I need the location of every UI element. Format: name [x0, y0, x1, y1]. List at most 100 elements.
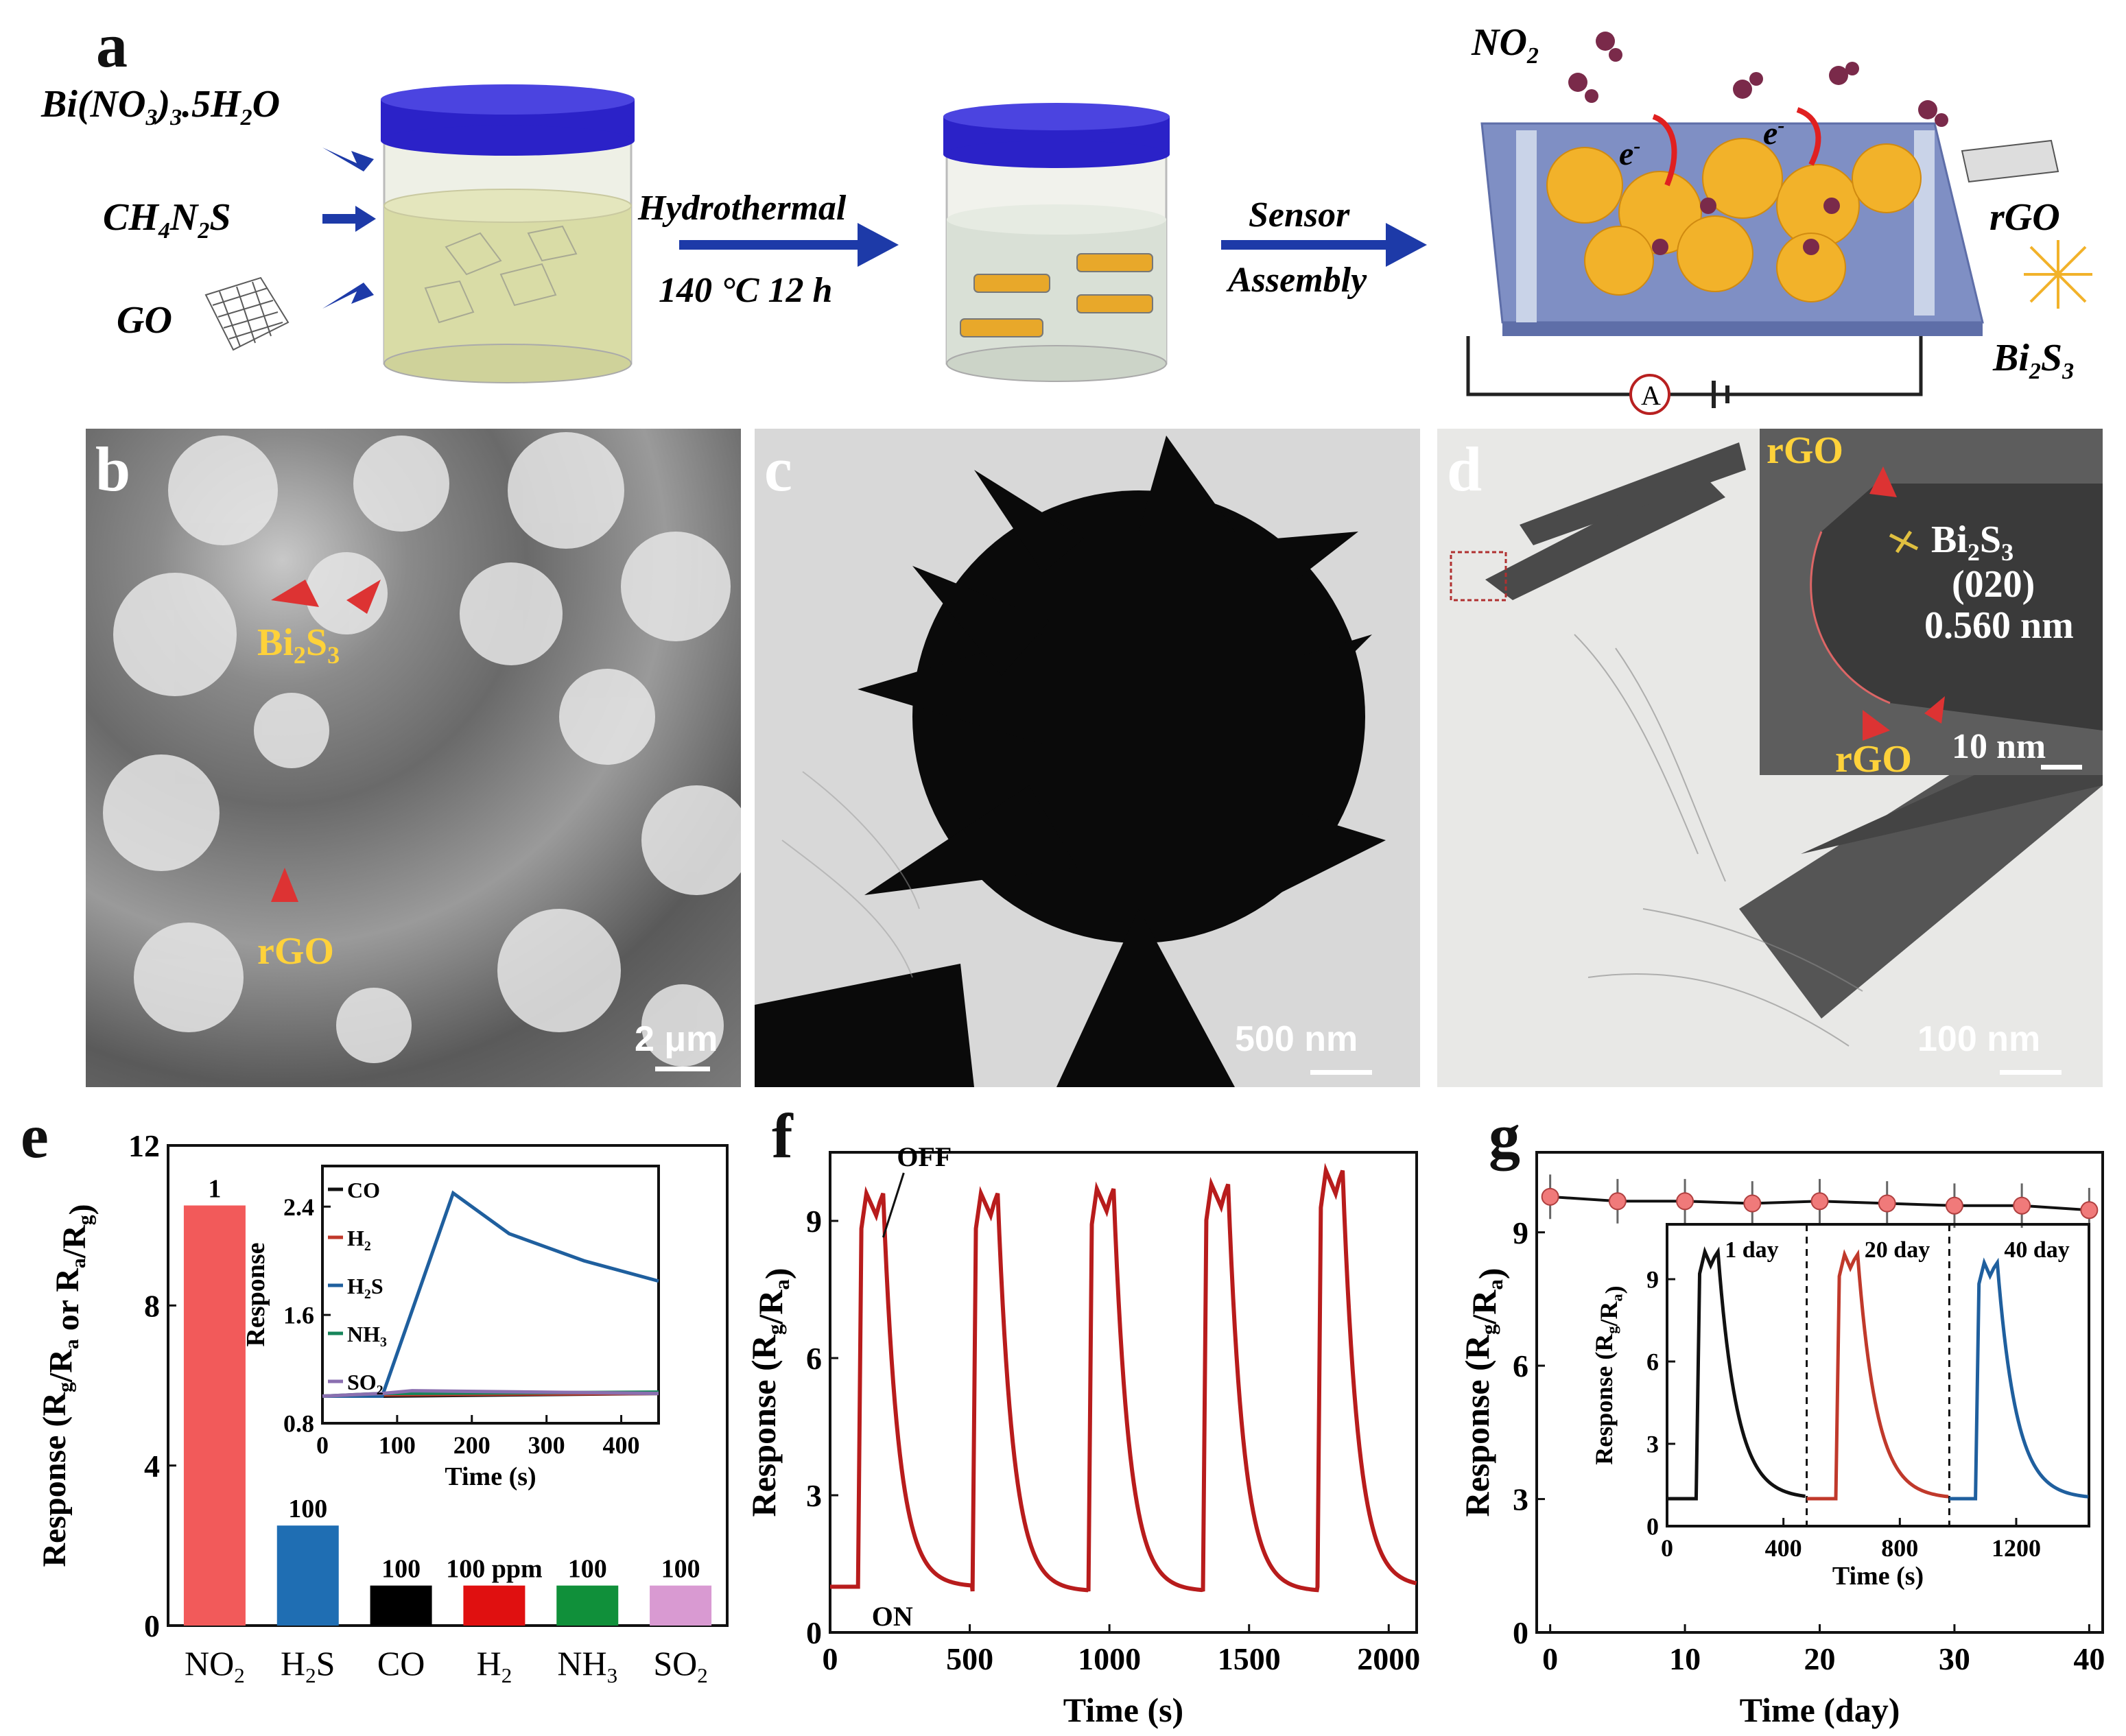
e-category-4: NH3 [557, 1644, 617, 1687]
g-inset-ylabel: Response (Rg/Ra) [1590, 1285, 1627, 1464]
e-ytick-label: 4 [144, 1449, 160, 1484]
arrow-2-icon [355, 206, 376, 232]
panel-letter-e: e [21, 1101, 49, 1171]
e-category-1: H2S [281, 1644, 335, 1687]
rgo-legend-icon [1961, 139, 2059, 183]
scale-label-c: 500 nm [1235, 1019, 1358, 1059]
g-ytick-label: 3 [1513, 1482, 1528, 1517]
arrow-rgo-icon [271, 868, 298, 902]
f-annotation-on: ON [872, 1601, 913, 1632]
g-inset-xtick-label: 0 [1661, 1534, 1673, 1562]
e-inset-legend-SO2: SO2 [347, 1370, 383, 1398]
g-xtick-label: 0 [1542, 1641, 1558, 1676]
e-ytick-label: 8 [144, 1288, 160, 1323]
e-bar-label-1: 100 [288, 1495, 327, 1523]
g-inset-label-0: 1 day [1725, 1237, 1778, 1263]
g-inset-ytick-label: 3 [1646, 1431, 1659, 1458]
e-ylabel: Response (Rg/Ra or Ra/Rg) [36, 1204, 99, 1567]
sem-flowers: Bi2S3 rGO [103, 432, 741, 1067]
reagent-bi-nitrate: Bi(NO3)3.5H2O [40, 83, 280, 130]
arrow-1-icon [322, 147, 374, 171]
f-xtick-label: 0 [823, 1641, 838, 1676]
g-inset-label-2: 40 day [2004, 1237, 2069, 1263]
inset-dspacing: 0.560 nm [1924, 604, 2074, 647]
e-inset-legend-NH3: NH3 [347, 1322, 387, 1350]
e-inset-xtick-label: 200 [453, 1431, 491, 1459]
ammeter-icon [1629, 374, 1670, 415]
g-inset-series-2 [1949, 1257, 2088, 1501]
f-ylabel: Response (Rg/Ra) [744, 1268, 796, 1517]
f-xtick-label: 500 [946, 1641, 993, 1676]
inset-scale: 10 nm [1952, 727, 2046, 766]
inset-rgo-bottom: rGO [1835, 738, 1912, 781]
f-ytick-label: 3 [806, 1478, 822, 1513]
g-inset-series-1 [1806, 1249, 1949, 1501]
f-ytick-label: 0 [806, 1615, 822, 1650]
e-inset-series-SO2 [322, 1389, 659, 1399]
e-ytick-label: 12 [128, 1128, 160, 1163]
e-inset-xtick-label: 300 [528, 1431, 565, 1459]
e-bar-label-4: 100 [568, 1555, 607, 1584]
scale-bar-d [2000, 1070, 2062, 1075]
g-inset-ytick-label: 0 [1646, 1513, 1659, 1541]
e-inset-ytick-label: 2.4 [283, 1193, 314, 1221]
tem-rods: rGO Bi2S3 (020) 0.560 nm 10 nm rGO [1450, 429, 2103, 1047]
g-xtick-label: 20 [1804, 1641, 1836, 1676]
step2-line2: Assembly [1226, 261, 1367, 300]
panel-d-tem-image: rGO Bi2S3 (020) 0.560 nm 10 nm rGO d 100… [1437, 429, 2103, 1087]
f-xtick-label: 1000 [1078, 1641, 1141, 1676]
e-ytick-label: 0 [144, 1608, 160, 1643]
step1-line1: Hydrothermal [637, 189, 847, 228]
e-inset-series-H2S [322, 1190, 659, 1399]
step1-line2: 140 °C 12 h [659, 271, 832, 310]
f-response-line [830, 1163, 1417, 1593]
scale-label-b: 2 μm [635, 1019, 718, 1059]
beaker-2 [943, 103, 1170, 382]
scale-label-d: 100 nm [1917, 1019, 2041, 1059]
sem-label-rgo: rGO [257, 930, 334, 973]
inset-plane: (020) [1952, 563, 2035, 606]
g-ytick-label: 0 [1513, 1615, 1528, 1650]
g-inset-ytick-label: 6 [1646, 1348, 1659, 1376]
g-point-2 [1676, 1192, 1694, 1211]
panel-letter-f: f [772, 1101, 793, 1171]
g-point-5 [1878, 1194, 1896, 1213]
f-xlabel: Time (s) [1063, 1691, 1183, 1729]
scale-bar-b [655, 1067, 710, 1071]
g-xtick-label: 10 [1669, 1641, 1701, 1676]
hrtem-inset: rGO Bi2S3 (020) 0.560 nm 10 nm rGO [1760, 429, 2103, 781]
f-xtick-label: 2000 [1357, 1641, 1420, 1676]
g-inset-label-1: 20 day [1865, 1237, 1930, 1263]
g-xtick-label: 40 [2073, 1641, 2105, 1676]
panel-a: a Bi(NO3)3.5H2O CH4N2S GO [0, 0, 2126, 418]
e-bar-0 [183, 1205, 246, 1626]
g-ylabel: Response (Rg/Ra) [1458, 1268, 1510, 1517]
input-arrows [322, 147, 376, 309]
arrow-rgo-bottom-2-icon [1924, 696, 1945, 724]
g-inset-ytick-label: 9 [1646, 1266, 1659, 1294]
e-bar-label-5: 100 [661, 1555, 700, 1584]
e-inset-xlabel: Time (s) [445, 1462, 536, 1491]
e-bar-4 [556, 1585, 619, 1626]
electron-1: e- [1619, 134, 1640, 172]
g-ytick-label: 6 [1513, 1348, 1528, 1383]
e-bar-label-3: 100 ppm [446, 1555, 542, 1584]
g-point-3 [1743, 1194, 1762, 1213]
reagent-labels: Bi(NO3)3.5H2O CH4N2S GO [40, 21, 2092, 415]
reagent-thiourea: CH4N2S [103, 196, 231, 243]
e-axes-frame [167, 1144, 729, 1627]
g-point-8 [2080, 1201, 2099, 1220]
sem-label-bi2s3: Bi2S3 [257, 621, 340, 669]
assembly-arrow [1221, 223, 1427, 267]
e-inset-legend-H2S: H2S [347, 1274, 383, 1302]
f-axes-frame [829, 1151, 1418, 1634]
f-annotation-off: OFF [897, 1141, 952, 1172]
g-point-4 [1810, 1192, 1829, 1211]
g-point-0 [1541, 1187, 1559, 1206]
arrow-bi2s3-2-icon [346, 580, 381, 614]
g-inset-series-0 [1667, 1246, 1806, 1501]
scale-bar-c [1310, 1070, 1372, 1075]
